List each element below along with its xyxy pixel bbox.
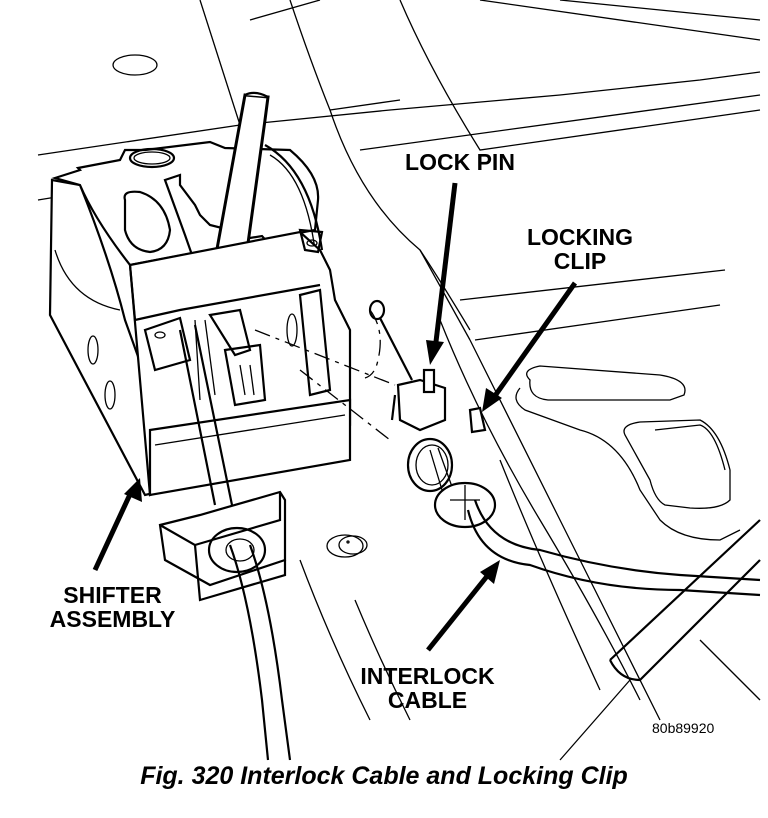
image-code: 80b89920	[652, 720, 715, 736]
interlock-text-1: INTERLOCK	[360, 663, 495, 689]
figure-caption: Fig. 320 Interlock Cable and Locking Cli…	[140, 762, 628, 790]
locking-clip-text-1: LOCKING	[526, 224, 634, 250]
shifter-text-2: ASSEMBLY	[49, 606, 176, 632]
shifter-arrow	[92, 488, 135, 572]
interlock-cable-end	[368, 299, 761, 597]
shifter-assembly-label: SHIFTER ASSEMBLY	[25, 583, 200, 631]
floor-holes	[112, 54, 368, 558]
shifter-cable	[228, 544, 292, 761]
interlock-text-2: CABLE	[387, 687, 468, 713]
interlock-cable-arrow	[426, 568, 494, 652]
locking-clip-arrow	[489, 281, 578, 402]
callout-arrows	[92, 182, 578, 652]
console-pads	[515, 365, 741, 541]
foreground-tube	[559, 519, 761, 761]
dashed-guide-lines	[254, 309, 396, 441]
shifter-text-1: SHIFTER	[63, 582, 162, 608]
lock-pin-text: LOCK PIN	[405, 149, 515, 175]
locking-clip-text-2: CLIP	[553, 248, 607, 274]
shifter-assembly	[48, 91, 352, 506]
locking-clip-label: LOCKING CLIP	[505, 225, 655, 273]
floor-panel-lines	[37, 0, 761, 721]
lock-pin-label: LOCK PIN	[380, 150, 540, 174]
interlock-cable-label: INTERLOCK CABLE	[335, 664, 520, 712]
cable-bracket	[158, 490, 287, 602]
lock-pin-arrow	[432, 182, 458, 351]
